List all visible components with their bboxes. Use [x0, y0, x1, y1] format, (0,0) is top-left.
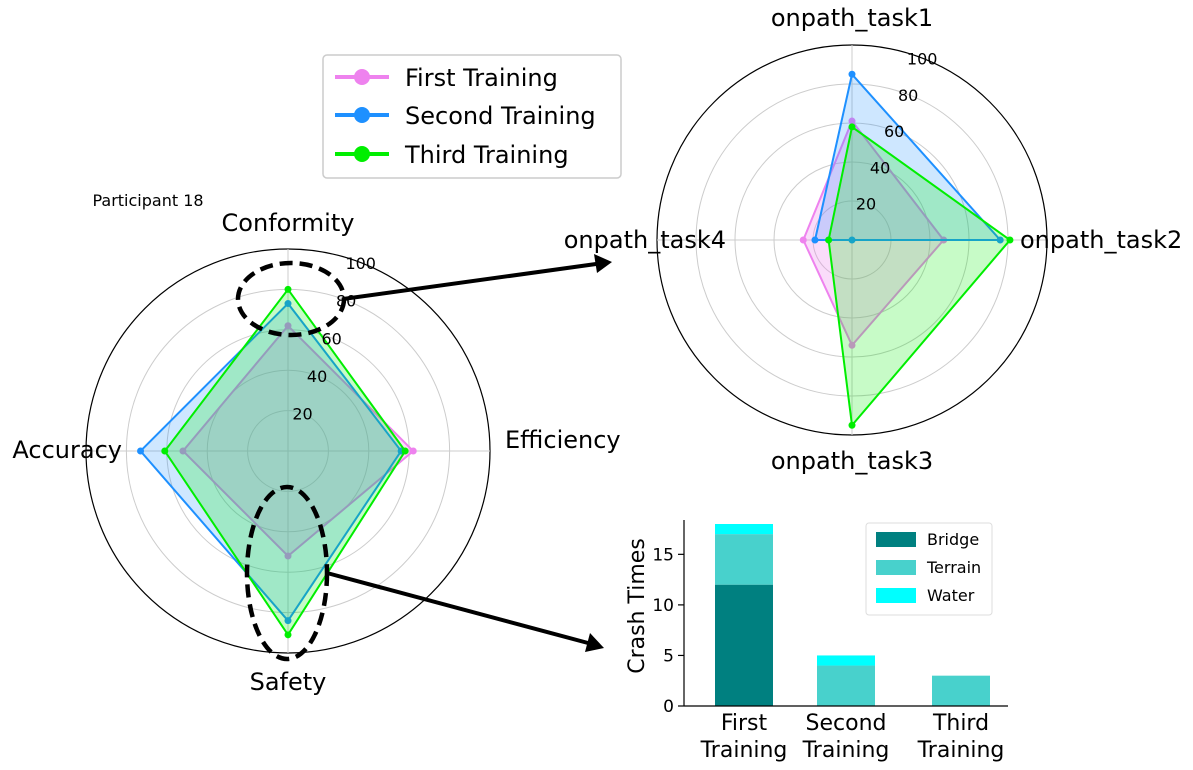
crash-x-tick-label: Training: [700, 738, 788, 763]
radar-onpath-axis-label: onpath_task3: [771, 447, 933, 475]
crash-bar-terrain: [715, 534, 773, 585]
radar-main-series-point: [161, 447, 169, 455]
radar-onpath-series-fill: [828, 126, 1010, 426]
radar-onpath-series: [799, 70, 1014, 429]
legend-item-second: Second Training: [335, 102, 596, 130]
radar-onpath-radial-tick-label: 100: [907, 50, 938, 69]
radar-onpath-grid: [656, 44, 1048, 436]
radar-main-axis-label: Efficiency: [505, 426, 621, 454]
radar-main-series-point: [137, 447, 145, 455]
radar-onpath-series-point: [848, 123, 856, 131]
crash-y-tick-label: 5: [663, 646, 674, 666]
radar-main-radial-tick-label: 60: [321, 329, 341, 348]
radar-main-radial-tick-label: 20: [292, 404, 312, 423]
legend-swatch-marker: [354, 146, 370, 162]
radar-onpath-axis-label: onpath_task1: [771, 4, 933, 32]
crash-y-tick-label: 15: [652, 545, 674, 565]
radar-onpath-series-point: [848, 117, 856, 125]
legend-label: First Training: [405, 64, 558, 92]
radar-main-series-fill: [140, 303, 402, 621]
crash-legend-label: Water: [927, 586, 975, 605]
radar-onpath-series-fill: [815, 74, 1001, 240]
crash-bar-water: [817, 655, 875, 666]
radar-main-series-point: [284, 631, 292, 639]
radar-main-grid: [85, 248, 491, 654]
radar-onpath-radial-tick-label: 40: [870, 158, 890, 177]
crash-bars: [715, 524, 990, 706]
crash-bar-bridge: [715, 584, 773, 706]
radar-onpath-series-point: [848, 341, 856, 349]
legend-swatch-marker: [354, 69, 370, 85]
radar-chart-main: 20 40 60 80 100 Conformity Efficiency Safety…: [12, 191, 620, 696]
radar-main-radial-tick-label: 80: [336, 292, 356, 311]
legend-item-first: First Training: [335, 64, 558, 92]
radar-onpath-series-point: [825, 236, 833, 244]
participant-label: Participant 18: [92, 191, 203, 210]
crash-bar-water: [715, 524, 773, 535]
radar-main-axis-label: Conformity: [222, 209, 355, 237]
arrowhead-icon: [594, 254, 612, 273]
crash-y-axis: 0 5 10 15: [652, 520, 685, 717]
crash-x-tick-label: First: [721, 711, 768, 736]
radar-onpath-series-point: [848, 421, 856, 429]
crash-bar-terrain: [932, 675, 990, 706]
crash-x-tick-label: Training: [917, 738, 1005, 763]
radar-main-series-point: [284, 285, 292, 293]
crash-legend-label: Terrain: [926, 558, 981, 577]
radar-main-radial-tick-label: 40: [307, 367, 327, 386]
radar-onpath-series-point: [848, 70, 856, 78]
radar-main-axis-label: Accuracy: [12, 436, 122, 464]
radar-onpath-series-point: [1006, 236, 1014, 244]
crash-y-tick-label: 10: [652, 596, 674, 616]
radar-main-series-fill: [164, 289, 406, 635]
radar-onpath-radial-tick-label: 20: [856, 195, 876, 214]
crash-y-tick-label: 0: [663, 697, 674, 717]
arrow-to-onpath-radar: [342, 262, 597, 301]
crash-y-axis-label: Crash Times: [625, 538, 650, 674]
crash-x-tick-label: Second: [806, 711, 887, 736]
legend: First Training Second Training Third Tra…: [322, 54, 622, 179]
radar-main-series-point: [401, 447, 409, 455]
radar-onpath-axis-label: onpath_task2: [1020, 226, 1182, 254]
radar-chart-onpath: 20 40 60 80 100 onpath_task1 onpath_task2 on…: [564, 4, 1183, 475]
radar-main-series: [137, 285, 417, 639]
radar-onpath-series-point: [811, 236, 819, 244]
radar-main-radial-ticks: 20 40 60 80 100: [292, 254, 376, 423]
radar-onpath-axis-label: onpath_task4: [564, 226, 726, 254]
radar-main-series-point: [284, 300, 292, 308]
crash-legend-label: Bridge: [927, 530, 979, 549]
radar-main-series-point: [179, 447, 187, 455]
radar-onpath-series-fill: [803, 121, 944, 346]
legend-item-third: Third Training: [335, 141, 569, 169]
radar-main-radial-tick-label: 100: [345, 254, 376, 273]
radar-main-series-point: [284, 552, 292, 560]
legend-label: Second Training: [405, 102, 596, 130]
crash-legend-swatch: [876, 560, 916, 575]
zoom-annotations: [235, 254, 612, 662]
legend-swatch-marker: [354, 107, 370, 123]
crash-bar-terrain: [817, 665, 875, 706]
crash-legend-swatch: [876, 588, 916, 603]
radar-main-series-point: [409, 447, 417, 455]
radar-onpath-radial-ticks: 20 40 60 80 100: [856, 50, 938, 214]
crash-legend-swatch: [876, 532, 916, 547]
crash-x-tick-label: Third: [932, 711, 989, 736]
radar-onpath-series-point: [996, 236, 1004, 244]
radar-main-series-point: [284, 617, 292, 625]
arrow-to-crash-chart: [326, 571, 589, 645]
radar-onpath-radial-tick-label: 80: [898, 86, 918, 105]
crash-x-tick-label: Training: [802, 738, 890, 763]
radar-onpath-radial-tick-label: 60: [884, 122, 904, 141]
arrowhead-icon: [585, 633, 604, 652]
legend-label: Third Training: [404, 141, 569, 169]
radar-onpath-series-point: [848, 236, 856, 244]
legend-frame: [322, 54, 622, 179]
radar-main-axis-label: Safety: [250, 668, 327, 696]
radar-onpath-series-point: [799, 236, 807, 244]
radar-main-series-point: [284, 322, 292, 330]
